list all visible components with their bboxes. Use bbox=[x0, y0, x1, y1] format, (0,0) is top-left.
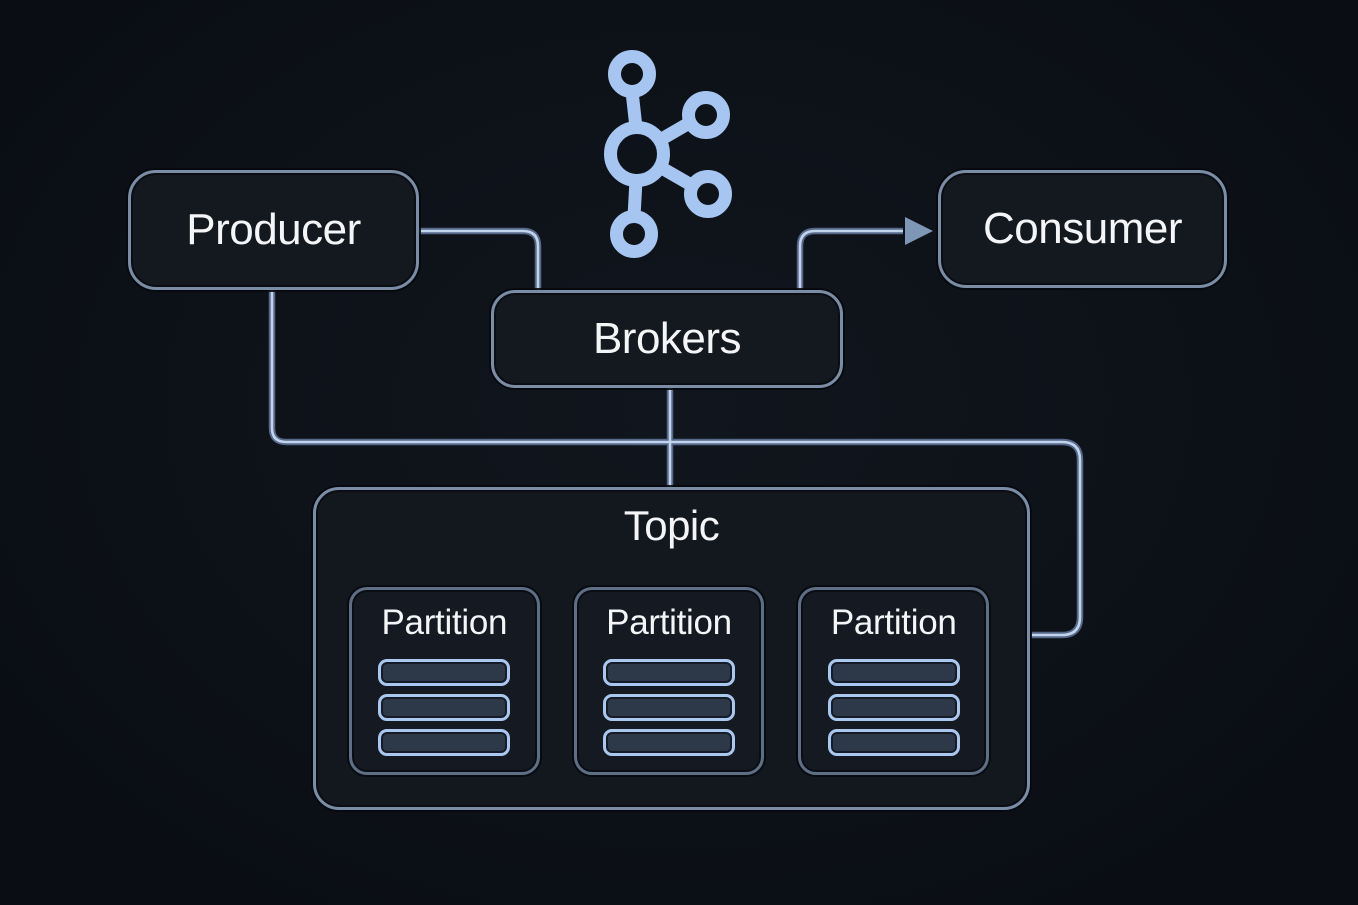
partition-node-3: Partition bbox=[798, 587, 990, 775]
partition-node-1: Partition bbox=[349, 587, 540, 775]
brokers-node: Brokers bbox=[491, 290, 843, 388]
partition-records bbox=[603, 659, 735, 756]
record-bar bbox=[378, 659, 511, 686]
producer-label: Producer bbox=[186, 205, 361, 254]
record-bar bbox=[603, 694, 735, 721]
partition-records bbox=[827, 659, 960, 756]
record-bar bbox=[603, 659, 735, 686]
kafka-logo-icon bbox=[604, 50, 732, 258]
topic-node: Topic Partition Partition Parti bbox=[313, 487, 1030, 810]
record-bar bbox=[827, 694, 960, 721]
partition-node-2: Partition bbox=[573, 587, 765, 775]
consumer-label: Consumer bbox=[983, 204, 1182, 253]
topic-label: Topic bbox=[623, 502, 720, 549]
record-bar bbox=[378, 729, 511, 756]
partition-label: Partition bbox=[381, 603, 508, 642]
brokers-label: Brokers bbox=[592, 314, 742, 363]
arrowhead-icon bbox=[905, 217, 933, 245]
edge-cores bbox=[270, 229, 1082, 637]
partition-label: Partition bbox=[606, 603, 732, 642]
consumer-node: Consumer bbox=[938, 170, 1227, 288]
record-bar bbox=[827, 729, 960, 756]
producer-node: Producer bbox=[128, 170, 419, 290]
partition-records bbox=[378, 659, 511, 756]
partition-label: Partition bbox=[830, 603, 957, 642]
record-bar bbox=[378, 694, 511, 721]
partitions-row: Partition Partition Partition bbox=[349, 587, 990, 775]
record-bar bbox=[827, 659, 960, 686]
record-bar bbox=[603, 729, 735, 756]
